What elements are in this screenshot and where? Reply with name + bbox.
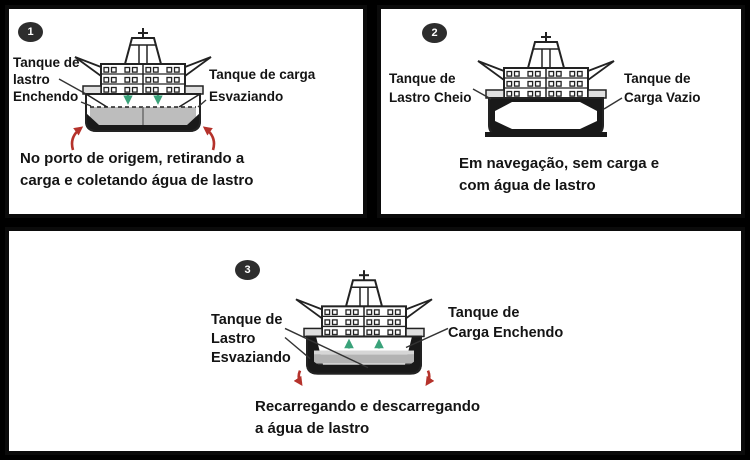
label-line: Tanque de <box>389 71 456 86</box>
hull-ballast-filling <box>85 93 201 132</box>
hull-bottom <box>86 113 200 131</box>
ballast-water-remaining <box>314 350 414 355</box>
ship-stern-view <box>477 32 615 137</box>
caption-line: Recarregando e descarregando <box>255 398 481 415</box>
hull-ballast-full <box>485 97 607 137</box>
label-line: Carga Vazio <box>624 90 701 105</box>
label-ballast-tank-filling: Tanque de lastro Enchendo <box>13 54 80 105</box>
empty-cargo-tank <box>495 102 597 129</box>
caption-navigation: Em navegação, sem carga e com água de la… <box>459 153 659 197</box>
caption-line: No porto de origem, retirando a <box>20 150 245 167</box>
top-row: 1 Tanque de lastro Enchendo Tanque de ca… <box>5 5 745 218</box>
step-badge: 1 <box>18 22 43 42</box>
label-cargo-tank-emptying: Tanque de carga Esvaziando <box>209 64 315 108</box>
step-badge: 3 <box>235 260 260 280</box>
label-line: Carga Enchendo <box>448 325 564 341</box>
ship-scene-port-origin <box>58 28 216 151</box>
caption-line: carga e coletando água de lastro <box>20 172 254 189</box>
hull-ballast-emptying <box>306 335 422 375</box>
label-line: Tanque de <box>211 312 283 328</box>
label-line: Tanque de <box>624 71 691 86</box>
label-cargo-tank-filling: Tanque de Carga Enchendo <box>448 303 563 343</box>
ship-stern-view <box>295 270 433 375</box>
caption-reload-discharge: Recarregando e descarregando a água de l… <box>255 396 480 440</box>
keel-base <box>485 132 607 137</box>
superstructure <box>82 63 204 95</box>
leader-lines <box>284 327 449 369</box>
green-fill-arrows-down-icon <box>123 95 163 105</box>
ship-stern-view <box>74 28 212 132</box>
label-line: Tanque de carga <box>209 67 316 82</box>
superstructure <box>303 305 425 338</box>
label-line: Esvaziando <box>211 350 291 366</box>
red-water-discharge-arrows-icon <box>293 370 435 386</box>
funnel-icon <box>344 279 384 308</box>
leader-lines <box>472 88 623 110</box>
leader-lines <box>58 78 207 108</box>
label-line: Lastro Cheio <box>389 90 472 105</box>
caption-line: Em navegação, sem carga e <box>459 155 660 172</box>
step-badge: 2 <box>422 23 447 43</box>
label-line: lastro <box>13 72 50 87</box>
label-line: Tanque de <box>448 305 520 321</box>
panel-step-3: 3 Tanque de Lastro Esvaziando Tanque de … <box>5 227 745 455</box>
label-line: Lastro <box>211 331 256 347</box>
label-ballast-tank-full: Tanque de Lastro Cheio <box>389 69 472 107</box>
caption-line: com água de lastro <box>459 177 596 194</box>
funnel-icon <box>526 41 566 69</box>
label-line: Enchendo <box>13 89 79 104</box>
caption-line: a água de lastro <box>255 420 370 437</box>
ship-scene-destination <box>284 270 449 386</box>
red-water-intake-arrows-icon <box>70 126 216 151</box>
superstructure <box>485 67 607 99</box>
label-line: Tanque de <box>13 55 80 70</box>
green-fill-arrows-up-icon <box>344 338 384 349</box>
caption-port-of-origin: No porto de origem, retirando a carga e … <box>20 148 253 192</box>
label-line: Esvaziando <box>209 89 284 104</box>
ship-scene-navigation <box>472 32 623 137</box>
funnel-icon <box>123 37 163 65</box>
panel-step-1: 1 Tanque de lastro Enchendo Tanque de ca… <box>5 5 367 218</box>
panel-step-2: 2 Tanque de Lastro Cheio Tanque de Carga… <box>377 5 745 218</box>
label-cargo-tank-empty: Tanque de Carga Vazio <box>624 69 701 107</box>
label-ballast-tank-emptying: Tanque de Lastro Esvaziando <box>211 311 291 368</box>
